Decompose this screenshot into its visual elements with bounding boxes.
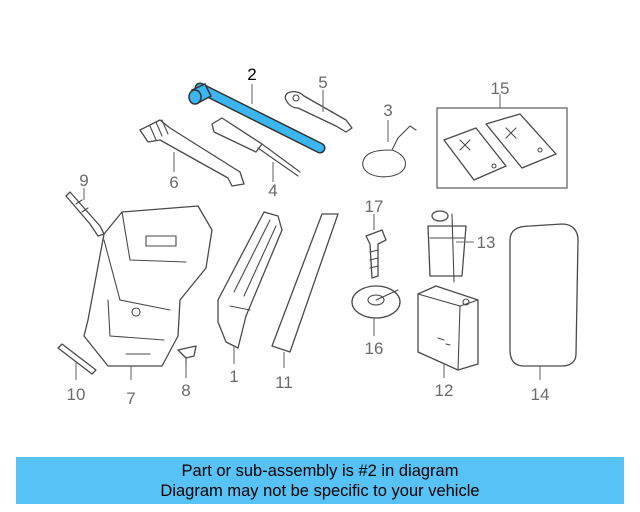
part-7-tray	[83, 205, 213, 367]
part-4-screwdriver	[211, 117, 301, 177]
callout-3: 3	[383, 101, 392, 120]
part-9-clip	[65, 191, 105, 237]
part-11-strip	[271, 213, 339, 353]
callout-11: 11	[275, 373, 293, 392]
info-banner: Part or sub-assembly is #2 in diagram Di…	[16, 457, 624, 504]
part-3-wire-hook	[362, 125, 417, 178]
callout-14: 14	[531, 385, 550, 404]
callout-4: 4	[268, 181, 277, 200]
banner-line-2: Diagram may not be specific to your vehi…	[160, 482, 480, 500]
highlight-fill	[196, 84, 324, 152]
callout-1: 1	[229, 367, 238, 386]
callout-10: 10	[67, 385, 86, 404]
callout-13: 13	[477, 233, 496, 252]
callout-8: 8	[181, 381, 190, 400]
banner-line-1: Part or sub-assembly is #2 in diagram	[181, 462, 459, 480]
callout-7: 7	[126, 389, 135, 408]
callout-16: 16	[365, 339, 384, 358]
callout-15: 15	[491, 79, 510, 98]
callout-12: 12	[435, 381, 454, 400]
part-16-washer	[351, 285, 401, 319]
part-2-lug-wrench[interactable]	[188, 82, 326, 154]
part-12-box	[417, 285, 479, 371]
callout-6: 6	[169, 173, 178, 192]
part-6-tool-handle	[139, 119, 245, 187]
part-15-kit	[436, 107, 568, 189]
part-8-fastener	[177, 345, 197, 369]
callout-17: 17	[365, 197, 384, 216]
callout-2[interactable]: 2	[247, 65, 256, 84]
callout-5: 5	[318, 73, 327, 92]
part-17-fitting	[365, 229, 387, 279]
part-5-tool	[284, 90, 353, 133]
part-14-cover	[509, 223, 579, 367]
callout-9: 9	[79, 171, 88, 190]
part-10-rod	[57, 343, 97, 375]
part-13-canister	[427, 210, 467, 283]
part-1-jack	[217, 211, 283, 349]
